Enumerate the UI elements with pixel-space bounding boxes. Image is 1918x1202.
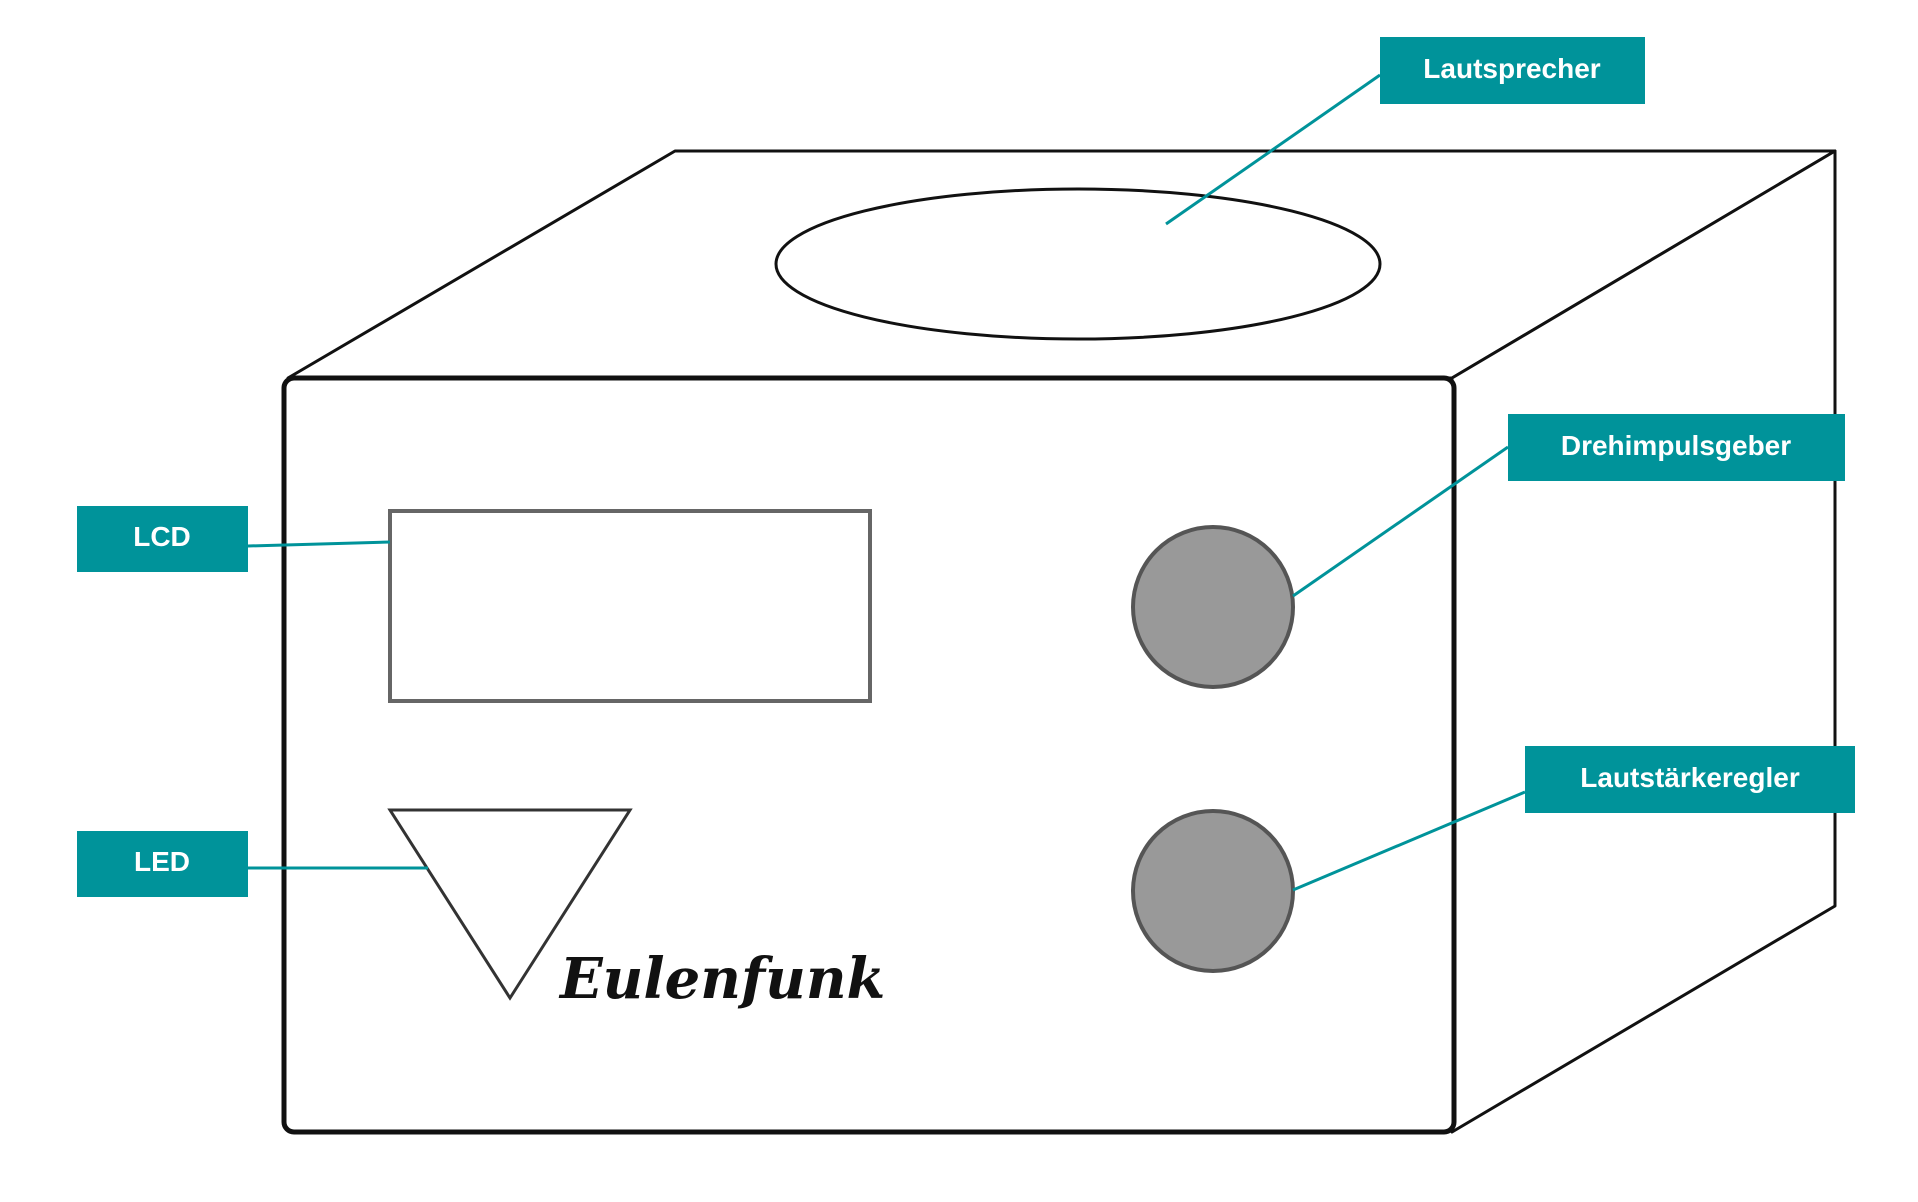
callout-rotary-encoder-label: Drehimpulsgeber [1561,430,1791,461]
callout-led-box [77,831,248,897]
leader-lines [247,73,1526,892]
callout-speaker: Lautsprecher [1380,37,1645,104]
callout-lcd: LCD [77,506,248,572]
callout-lcd-label: LCD [133,521,191,552]
callout-led-label: LED [134,846,190,877]
speaker-opening [774,187,1382,341]
lcd-leader-line [247,540,391,548]
callout-volume-control-box [1525,746,1855,813]
callout-speaker-label: Lautsprecher [1423,53,1600,84]
brand-logo: Eulenfunk [558,946,885,1012]
volume-knob [1131,809,1295,973]
rotary-encoder-leader-line [1292,445,1509,598]
speaker-leader-line [1165,73,1381,226]
callout-rotary-encoder-box [1508,414,1845,481]
callout-volume-control: Lautstärkeregler [1525,746,1855,813]
front-face [281,375,1457,1135]
rotary-encoder-knob [1131,525,1295,689]
callout-lcd-box [77,506,248,572]
led-triangle [387,808,633,1001]
callout-volume-control-label: Lautstärkeregler [1580,762,1800,793]
callout-led: LED [77,831,248,897]
callout-rotary-encoder: Drehimpulsgeber [1508,414,1845,481]
volume-leader-line [1292,790,1526,892]
lcd-screen [388,509,872,703]
callout-speaker-box [1380,37,1645,104]
